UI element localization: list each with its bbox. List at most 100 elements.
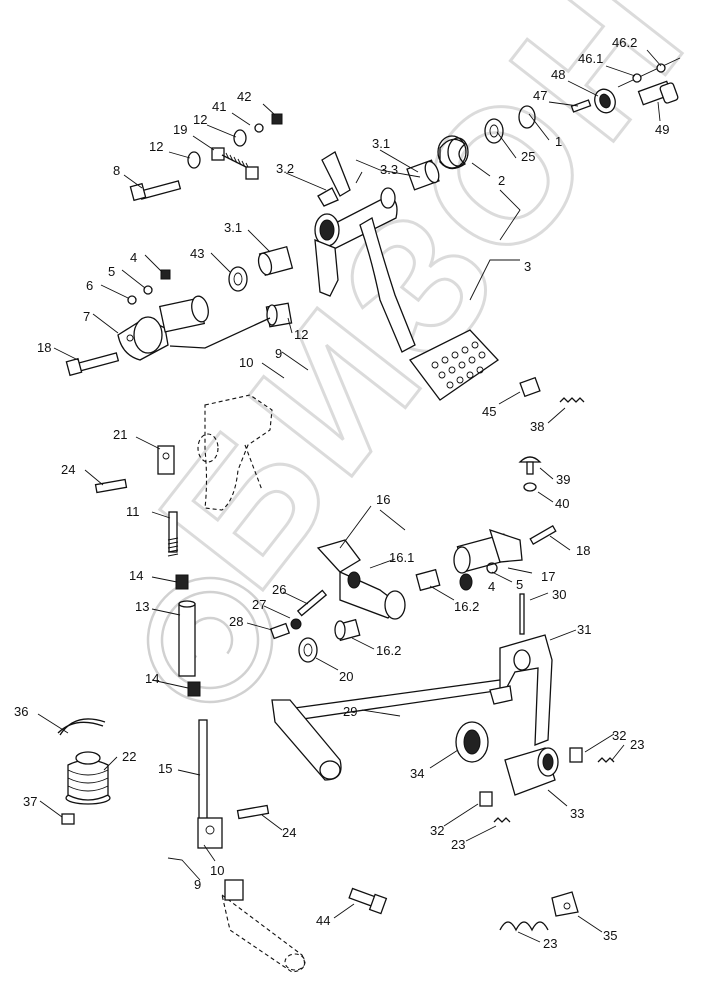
part-spring-38 — [559, 397, 585, 403]
callout-12-b: 12 — [149, 139, 163, 154]
part-bearing-48 — [594, 88, 616, 114]
callout-24-bottom: 24 — [282, 825, 296, 840]
callout-29: 29 — [343, 704, 357, 719]
callout-46-2: 46.2 — [612, 35, 637, 50]
callout-8: 8 — [113, 163, 120, 178]
callout-14-bottom: 14 — [145, 671, 159, 686]
callout-10-bottom: 10 — [210, 863, 224, 878]
part-lever-dashed — [197, 394, 273, 511]
callout-23-right: 23 — [630, 737, 644, 752]
part-pin-24-top — [94, 478, 128, 494]
part-dashed-lower-lever — [221, 879, 306, 973]
callout-28: 28 — [229, 614, 243, 629]
callout-21: 21 — [113, 427, 127, 442]
callout-43: 43 — [190, 246, 204, 261]
part-bearing-34 — [455, 721, 489, 763]
part-nuts-4-5-6 — [127, 269, 171, 305]
part-springs-23 — [493, 757, 615, 823]
callout-18-left: 18 — [37, 340, 51, 355]
callout-16: 16 — [376, 492, 390, 507]
callout-labels: 46.2 46.1 48 47 42 41 12 19 12 8 1 25 3.… — [14, 35, 669, 951]
callout-3: 3 — [524, 259, 531, 274]
part-washer-25 — [484, 118, 504, 144]
part-pin-30 — [519, 593, 525, 635]
callout-39: 39 — [556, 472, 570, 487]
part-bushing-3-1 — [257, 245, 294, 277]
callout-48: 48 — [551, 67, 565, 82]
callout-44: 44 — [316, 913, 330, 928]
callout-12-a: 12 — [193, 112, 207, 127]
callout-10-top: 10 — [239, 355, 253, 370]
part-pedal-3 — [314, 151, 499, 401]
callout-42: 42 — [237, 89, 251, 104]
part-shaft-29 — [271, 679, 503, 781]
part-fork-31 — [489, 634, 553, 746]
part-spring-2 — [437, 135, 469, 170]
callout-12-c: 12 — [294, 327, 308, 342]
callout-15: 15 — [158, 761, 172, 776]
callout-2: 2 — [498, 173, 505, 188]
part-bolt-18-right — [529, 525, 557, 545]
part-clip-45 — [519, 376, 541, 398]
callout-38: 38 — [530, 419, 544, 434]
callout-3-1-left: 3.1 — [224, 220, 242, 235]
callout-49: 49 — [655, 122, 669, 137]
part-pin-24-bottom — [236, 804, 270, 820]
callout-16-1: 16.1 — [389, 550, 414, 565]
part-adjuster-19 — [211, 147, 259, 180]
callout-31: 31 — [577, 622, 591, 637]
part-nut-42 — [254, 113, 283, 133]
callout-35: 35 — [603, 928, 617, 943]
part-bolt-18-left — [65, 352, 120, 377]
callout-27: 27 — [252, 597, 266, 612]
callout-25: 25 — [521, 149, 535, 164]
callout-3-3: 3.3 — [380, 162, 398, 177]
leader-lines — [37, 49, 662, 943]
callout-17: 17 — [541, 569, 555, 584]
callout-3-2: 3.2 — [276, 161, 294, 176]
part-rod-11 — [167, 511, 179, 557]
callout-16-2-lower: 16.2 — [376, 643, 401, 658]
part-cap-39 — [518, 456, 542, 492]
part-ring-1 — [518, 105, 536, 129]
part-washer-43 — [228, 266, 248, 292]
callout-23-spring: 23 — [543, 936, 557, 951]
callout-45: 45 — [482, 404, 496, 419]
callout-5-right: 5 — [516, 577, 523, 592]
callout-34: 34 — [410, 766, 424, 781]
callout-1: 1 — [555, 134, 562, 149]
callout-47: 47 — [533, 88, 547, 103]
callout-37: 37 — [23, 794, 37, 809]
callout-16-2-upper: 16.2 — [454, 599, 479, 614]
callout-20: 20 — [339, 669, 353, 684]
part-bushing-3-3 — [406, 159, 440, 191]
part-nut-37 — [61, 813, 75, 825]
part-bracket-17 — [453, 528, 523, 574]
callout-11: 11 — [126, 504, 140, 519]
part-47 — [570, 99, 592, 113]
callout-7: 7 — [83, 309, 90, 324]
part-bushing-16-2 — [334, 568, 441, 642]
callout-19: 19 — [173, 122, 187, 137]
part-nut-14 — [175, 574, 201, 697]
callout-6: 6 — [86, 278, 93, 293]
callout-14-top: 14 — [129, 568, 143, 583]
callout-5-left: 5 — [108, 264, 115, 279]
part-spring-35 — [499, 891, 579, 932]
part-bushing-12 — [265, 302, 293, 328]
callout-41: 41 — [212, 99, 226, 114]
callout-9-bottom: 9 — [194, 877, 201, 892]
part-tube-13 — [178, 600, 196, 677]
part-spring-22 — [65, 751, 111, 805]
part-nut-5-4-right — [459, 562, 498, 591]
callout-46-1: 46.1 — [578, 51, 603, 66]
callout-13: 13 — [135, 599, 149, 614]
callout-3-1-top: 3.1 — [372, 136, 390, 151]
watermark-text: БИЗОН — [120, 0, 715, 625]
part-clip-36 — [57, 718, 106, 736]
part-bolt-49 — [637, 80, 679, 106]
callout-22: 22 — [122, 749, 136, 764]
part-bolt-44 — [348, 887, 388, 915]
callout-36: 36 — [14, 704, 28, 719]
